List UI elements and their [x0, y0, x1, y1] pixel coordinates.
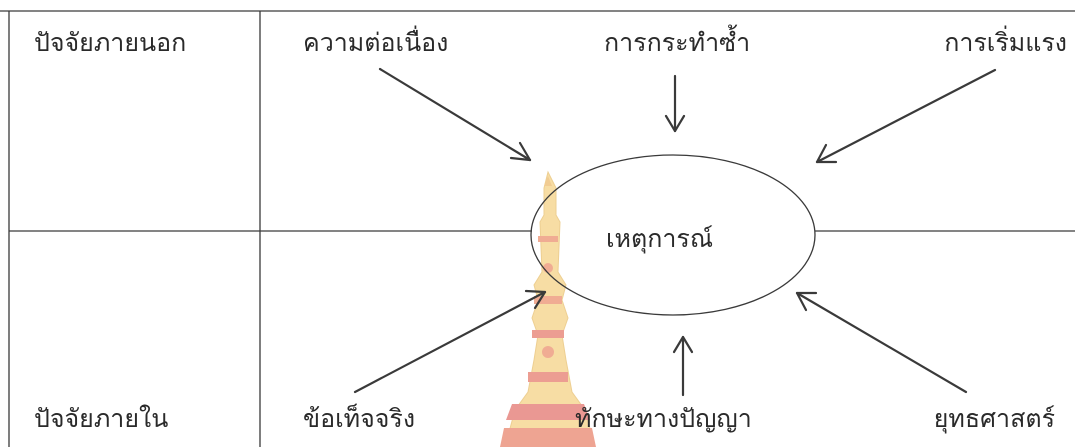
continuity-label: ความต่อเนื่อง [303, 25, 448, 57]
arrow-intellectual-skill [672, 335, 694, 397]
event-label: เหตุการณ์ [606, 224, 713, 254]
arrow-strategy [795, 291, 968, 394]
arrows [353, 67, 997, 397]
initiation-label: การเริ่มแรง [944, 25, 1067, 57]
strategy-label: ยุทธศาสตร์ [934, 404, 1055, 434]
watermark-emblem [500, 170, 596, 447]
internal-factors-label: ปัจจัยภายใน [34, 404, 168, 433]
intellectual-skill-label: ทักษะทางปัญญา [575, 404, 752, 433]
table-grid [0, 10, 1075, 447]
facts-label: ข้อเท็จจริง [303, 403, 415, 433]
event-ellipse [530, 154, 816, 316]
arrow-initiation [815, 68, 997, 164]
external-factors-label: ปัจจัยภายนอก [34, 28, 186, 57]
arrow-facts [353, 289, 547, 394]
arrow-continuity [378, 67, 532, 162]
repetition-label: การกระทำซ้ำ [604, 24, 750, 57]
arrow-repetition [664, 74, 686, 133]
